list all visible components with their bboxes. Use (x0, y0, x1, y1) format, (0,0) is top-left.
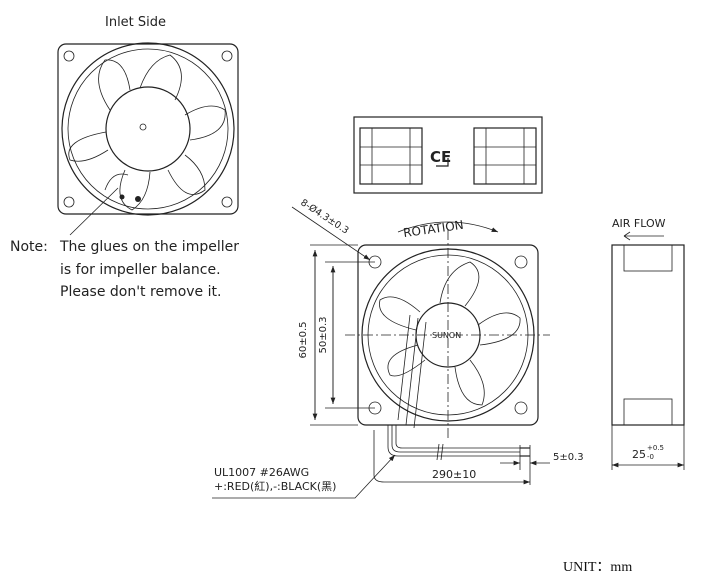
unit-label: UNIT：mm (563, 560, 632, 575)
strip-length-dim: 5±0.3 (553, 452, 584, 463)
wire-colors: +:RED(紅),-:BLACK(黑) (214, 480, 336, 493)
note-line: The glues on the impeller (59, 239, 239, 255)
note-line: Please don't remove it. (60, 284, 221, 300)
height-outer-dim: 60±0.5 (298, 321, 309, 358)
note: Note: The glues on the impeller is for i… (10, 239, 239, 300)
airflow-label: AIR FLOW (612, 217, 666, 230)
rotation-label: ROTATION (402, 218, 464, 240)
side-view: AIR FLOW 25 +0.5 -0 (611, 217, 685, 470)
ce-mark: CE (430, 148, 451, 166)
inlet-side-view: Inlet Side (57, 15, 239, 236)
depth-tol-upper: +0.5 (647, 444, 664, 452)
inlet-title: Inlet Side (105, 15, 166, 30)
wire-spec: UL1007 #26AWG (214, 466, 309, 479)
lead-length-dim: 290±10 (432, 468, 476, 481)
main-view: SUNON ROTATION 8-Ø4.3±0.3 60±0.5 50±0.3 … (212, 197, 584, 499)
note-line: is for impeller balance. (60, 262, 221, 278)
depth-dim: 25 (632, 448, 646, 461)
top-view: CE (353, 116, 543, 194)
height-holes-dim: 50±0.3 (318, 316, 329, 353)
depth-tol-lower: -0 (647, 453, 654, 461)
note-label: Note: (10, 239, 48, 255)
hub-brand: SUNON (432, 331, 461, 340)
